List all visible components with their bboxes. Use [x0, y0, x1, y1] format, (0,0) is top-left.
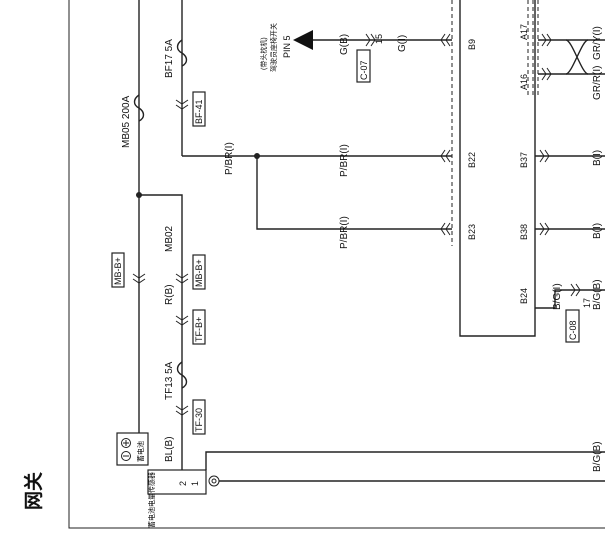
wire-b-g-b-bottom-label: B/G(B) — [592, 441, 603, 472]
pin-b24: B24 — [519, 288, 529, 304]
fuse-mb05-label: MB05 200A — [121, 95, 132, 148]
connector-mb-b-upper — [111, 252, 125, 288]
pin-b37: B37 — [519, 152, 529, 168]
wire-g-b-label: G(B) — [339, 34, 350, 55]
connector-tf30 — [192, 399, 206, 435]
svg-text:MB-B+: MB-B+ — [194, 259, 204, 287]
ground-pin-label: PIN 5 — [282, 35, 292, 58]
fuse-mb05 — [133, 94, 145, 122]
pin-a16: A16 — [519, 74, 529, 90]
fuse-mb02-label: MB02 — [164, 225, 175, 252]
battery-sensor-box — [147, 469, 207, 495]
sensor-pin-1: 1 — [190, 481, 200, 486]
connector-c08 — [565, 309, 580, 343]
wire-b-g-i-label: B/G(I) — [552, 283, 563, 310]
wire-b-i-1-label: B(I) — [592, 150, 603, 166]
pin-a17: A17 — [519, 24, 529, 40]
wire-r-b-label: R(B) — [164, 284, 175, 305]
diagram-frame — [68, 0, 605, 529]
wire-p-br-branch — [256, 156, 452, 230]
wire-b-g-b-bottom — [205, 451, 605, 470]
sensor-terminal — [208, 475, 220, 487]
gateway-module-box — [459, 0, 536, 337]
wire-bl-b-label: BL(B) — [164, 436, 175, 462]
sensor-pin-2: 2 — [178, 481, 188, 486]
pin-b23: B23 — [467, 224, 477, 240]
svg-text:C-08: C-08 — [568, 320, 578, 340]
ground-arrow — [293, 30, 313, 50]
connector-mb-b-lower — [192, 254, 206, 290]
svg-text:TF-B+: TF-B+ — [194, 317, 204, 342]
fuse-bf17-label: BF17 5A — [164, 39, 175, 78]
svg-text:BF-41: BF-41 — [194, 99, 204, 124]
fuse-tf13-label: TF13 5A — [164, 361, 175, 400]
wire-b-i-2-label: B(I) — [592, 223, 603, 239]
svg-text:C-07: C-07 — [359, 60, 369, 80]
connector-bf41 — [192, 91, 206, 127]
wire-gr-r-i-label: GR/R(I) — [592, 66, 603, 100]
svg-text:TF-30: TF-30 — [194, 408, 204, 432]
connector-c07 — [356, 49, 371, 83]
battery-box — [116, 432, 149, 466]
twisted-pair — [565, 39, 589, 75]
diagram-title: 网关 — [22, 472, 45, 510]
connector-tf-b — [192, 309, 206, 345]
wire-p-br-low-label: P/BR(I) — [339, 216, 350, 249]
pin-b9: B9 — [467, 39, 477, 50]
fuse-tf13 — [176, 361, 188, 389]
battery-negative-terminal — [121, 451, 131, 461]
connector-c07-pin: 15 — [374, 34, 384, 44]
ground-note-1: (带头枕机) — [259, 37, 268, 70]
wire-p-br-mid-label: P/BR(I) — [339, 144, 350, 177]
connector-c08-pin: 17 — [582, 298, 592, 308]
pin-b38: B38 — [519, 224, 529, 240]
battery-sensor-label: 蓄电池电量传感器 — [147, 472, 156, 528]
ground-note-2: 驾驶员座椅开关 — [269, 23, 278, 72]
wire-b-g-b-c08-label: B/G(B) — [592, 279, 603, 310]
svg-text:MB-B+: MB-B+ — [113, 257, 123, 285]
battery-positive-terminal — [121, 438, 131, 448]
wire-p-br-left-label: P/BR(I) — [224, 142, 235, 175]
wire-g-i-label: G(I) — [397, 35, 408, 52]
fuse-bf17 — [176, 39, 188, 67]
wire-gr-y-i-label: GR/Y(I) — [592, 26, 603, 60]
pin-b22: B22 — [467, 152, 477, 168]
battery-label: 蓄电池 — [136, 441, 145, 462]
